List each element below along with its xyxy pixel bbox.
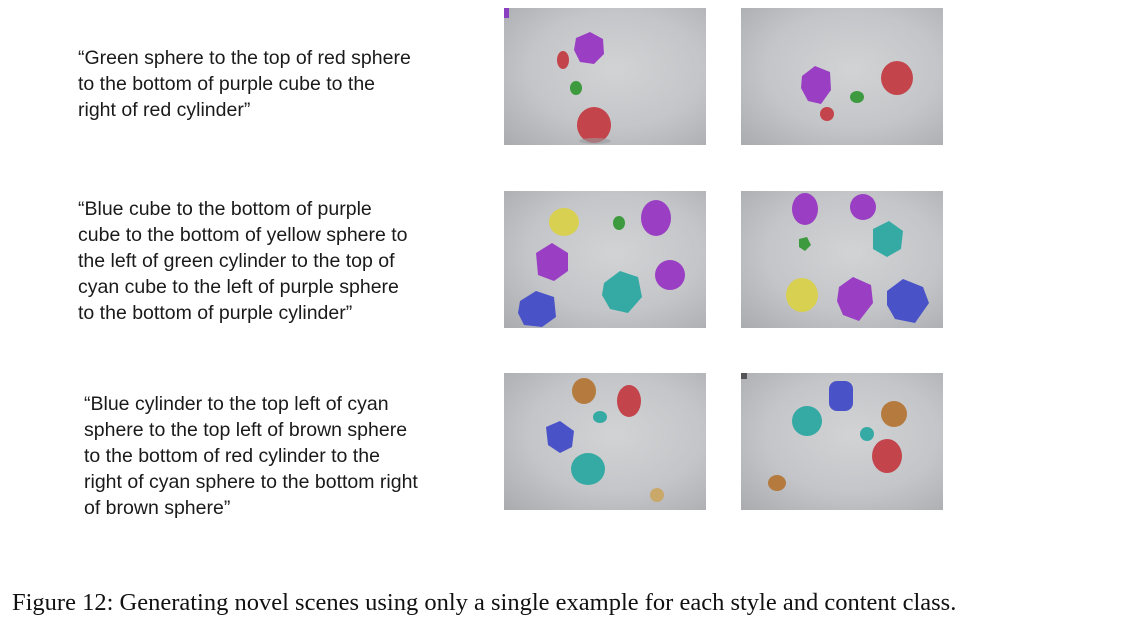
prompt-2-line: “Blue cube to the bottom of purple [78,198,372,220]
yellow-sphere [786,278,818,312]
cyan-sphere-small [593,411,607,423]
green-cylinder [613,216,625,230]
scene-image-3-b [741,373,943,510]
blue-cylinder [546,421,574,453]
brown-sphere-small [768,475,786,491]
red-cylinder [881,61,913,95]
edge-artifact [504,8,509,18]
prompt-2-line: cyan cube to the left of purple sphere [78,276,399,298]
green-cylinder [799,237,811,251]
purple-cube [801,66,831,104]
cyan-sphere-small [860,427,874,441]
red-sphere [557,51,569,69]
scene-image-1-b [741,8,943,145]
purple-cylinder [792,193,818,225]
prompt-text-1: “Green sphere to the top of red sphere t… [78,45,450,123]
red-cylinder [872,439,902,473]
prompt-3-line: to the bottom of red cylinder to the [84,445,380,467]
green-sphere [850,91,864,103]
prompt-2-line: cube to the bottom of yellow sphere to [78,224,408,246]
prompt-1-line: “Green sphere to the top of red sphere [78,47,411,69]
brown-sphere [572,378,596,404]
cyan-cube [873,221,903,257]
edge-artifact [741,373,747,379]
red-sphere [820,107,834,121]
cyan-sphere [571,453,605,485]
prompt-3-line: “Blue cylinder to the top left of cyan [84,393,389,415]
purple-sphere [655,260,685,290]
purple-cylinder [641,200,671,236]
blue-cube [887,279,929,323]
scene-image-2-a [504,191,706,328]
brown-sphere [881,401,907,427]
prompt-3-line: sphere to the top left of brown sphere [84,419,408,441]
prompt-3-line: of brown sphere” [84,497,231,519]
scene-image-2-b [741,191,943,328]
prompt-text-2: “Blue cube to the bottom of purple cube … [78,196,450,326]
green-sphere [570,81,582,95]
scene-image-1-a [504,8,706,145]
blue-cube [518,291,556,327]
yellow-sphere [549,208,579,236]
brown-sphere-small [650,488,664,502]
prompt-2-line: the left of green cylinder to the top of [78,250,395,272]
cyan-cube [602,271,642,313]
cyan-sphere [792,406,822,436]
purple-cube [574,32,604,64]
prompt-1-line: right of red cylinder” [78,99,251,121]
prompt-3-line: right of cyan sphere to the bottom right [84,471,418,493]
scene-image-3-a [504,373,706,510]
prompt-1-line: to the bottom of purple cube to the [78,73,376,95]
blue-cylinder [829,381,853,411]
red-cylinder [577,107,611,143]
prompt-text-3: “Blue cylinder to the top left of cyan s… [84,391,455,521]
figure-caption: Figure 12: Generating novel scenes using… [12,589,957,616]
shadow [579,138,611,144]
purple-sphere [850,194,876,220]
purple-cube [837,277,873,321]
prompt-2-line: to the bottom of purple cylinder” [78,302,353,324]
red-cylinder [617,385,641,417]
purple-cube [536,243,568,281]
